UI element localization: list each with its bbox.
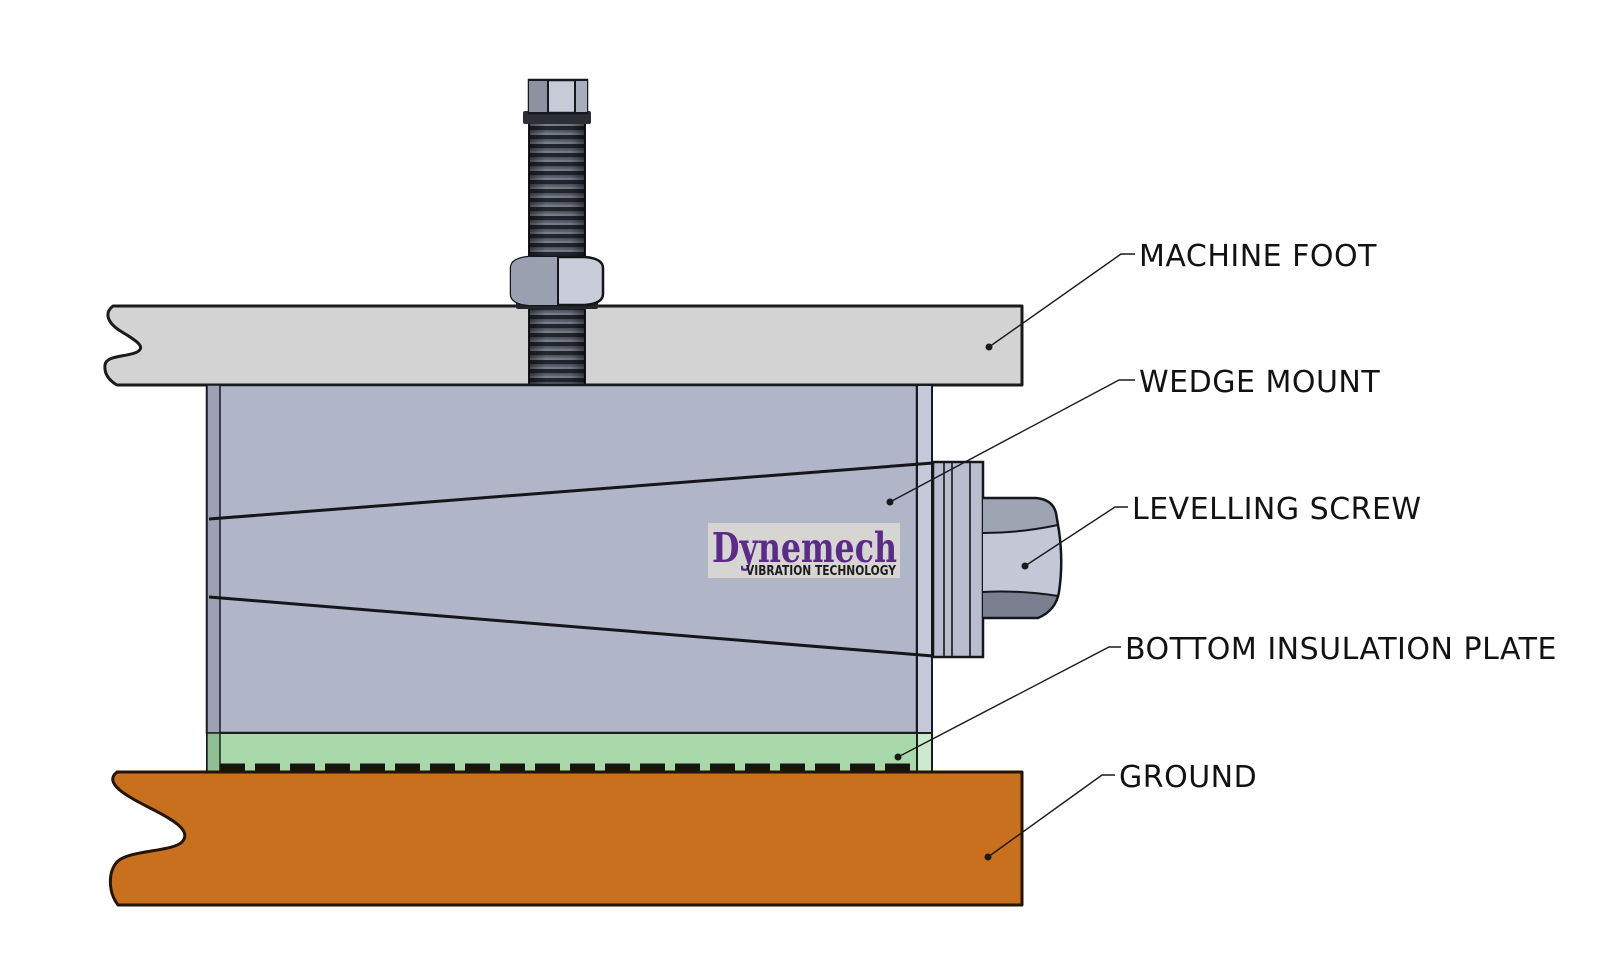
clamping-stud	[523, 78, 591, 259]
leader-wedge-mount	[889, 379, 1135, 503]
levelling-screw-top-facet	[983, 498, 1058, 533]
body-left-edge-strip	[206, 384, 221, 734]
stud-through-plate	[528, 307, 586, 386]
leader-bottom-insulation-plate	[897, 646, 1121, 758]
leader-lines	[889, 253, 1135, 858]
stud-hex-head-right-facet	[575, 81, 587, 112]
leader-dot-machine-foot	[985, 343, 993, 351]
wedge-line-upper	[208, 461, 934, 521]
body-right-edge-strip	[916, 384, 933, 734]
leader-ground	[987, 774, 1115, 858]
ground-slab	[108, 770, 1024, 907]
logo-wordmark: Dynemech	[712, 524, 897, 572]
stud-hex-head-left-facet	[529, 81, 548, 112]
logo-background	[708, 523, 900, 578]
stud-shaft-shading	[529, 118, 585, 258]
wedge-line-lower	[208, 595, 934, 658]
label-machine-foot: MACHINE FOOT	[1139, 239, 1377, 274]
leader-levelling-screw	[1024, 506, 1128, 567]
leader-dot-wedge-mount	[886, 498, 894, 506]
insulation-right-edge-strip	[916, 732, 933, 773]
logo-tagline: VIBRATION TECHNOLOGY	[746, 564, 896, 579]
screw-facet-edge	[982, 524, 1059, 534]
levelling-screw-outline	[983, 496, 1063, 620]
leader-dots	[886, 343, 1029, 861]
label-wedge-mount: WEDGE MOUNT	[1139, 365, 1380, 400]
levelling-screw-mid-facet	[983, 525, 1061, 596]
levelling-screw-bottom-facet	[983, 591, 1058, 618]
leader-machine-foot	[988, 253, 1135, 348]
label-levelling-screw: LEVELLING SCREW	[1132, 492, 1422, 527]
hex-nut	[509, 255, 605, 309]
screw-facet-edge	[982, 590, 1059, 597]
insulation-left-edge-strip	[206, 732, 221, 773]
screw-bracket-plate	[931, 460, 985, 659]
label-ground: GROUND	[1119, 760, 1257, 795]
label-bottom-insulation-plate: BOTTOM INSULATION PLATE	[1125, 632, 1557, 667]
dynemech-logo: Dynemech VIBRATION TECHNOLOGY	[708, 523, 900, 579]
nut-left-facet	[511, 257, 558, 305]
leader-dot-ground	[984, 853, 992, 861]
leader-dot-levelling-screw	[1021, 562, 1029, 570]
leader-dot-bottom-insulation-plate	[894, 753, 902, 761]
stud-through-shading	[529, 308, 585, 385]
levelling-screw-assembly	[931, 460, 1063, 659]
